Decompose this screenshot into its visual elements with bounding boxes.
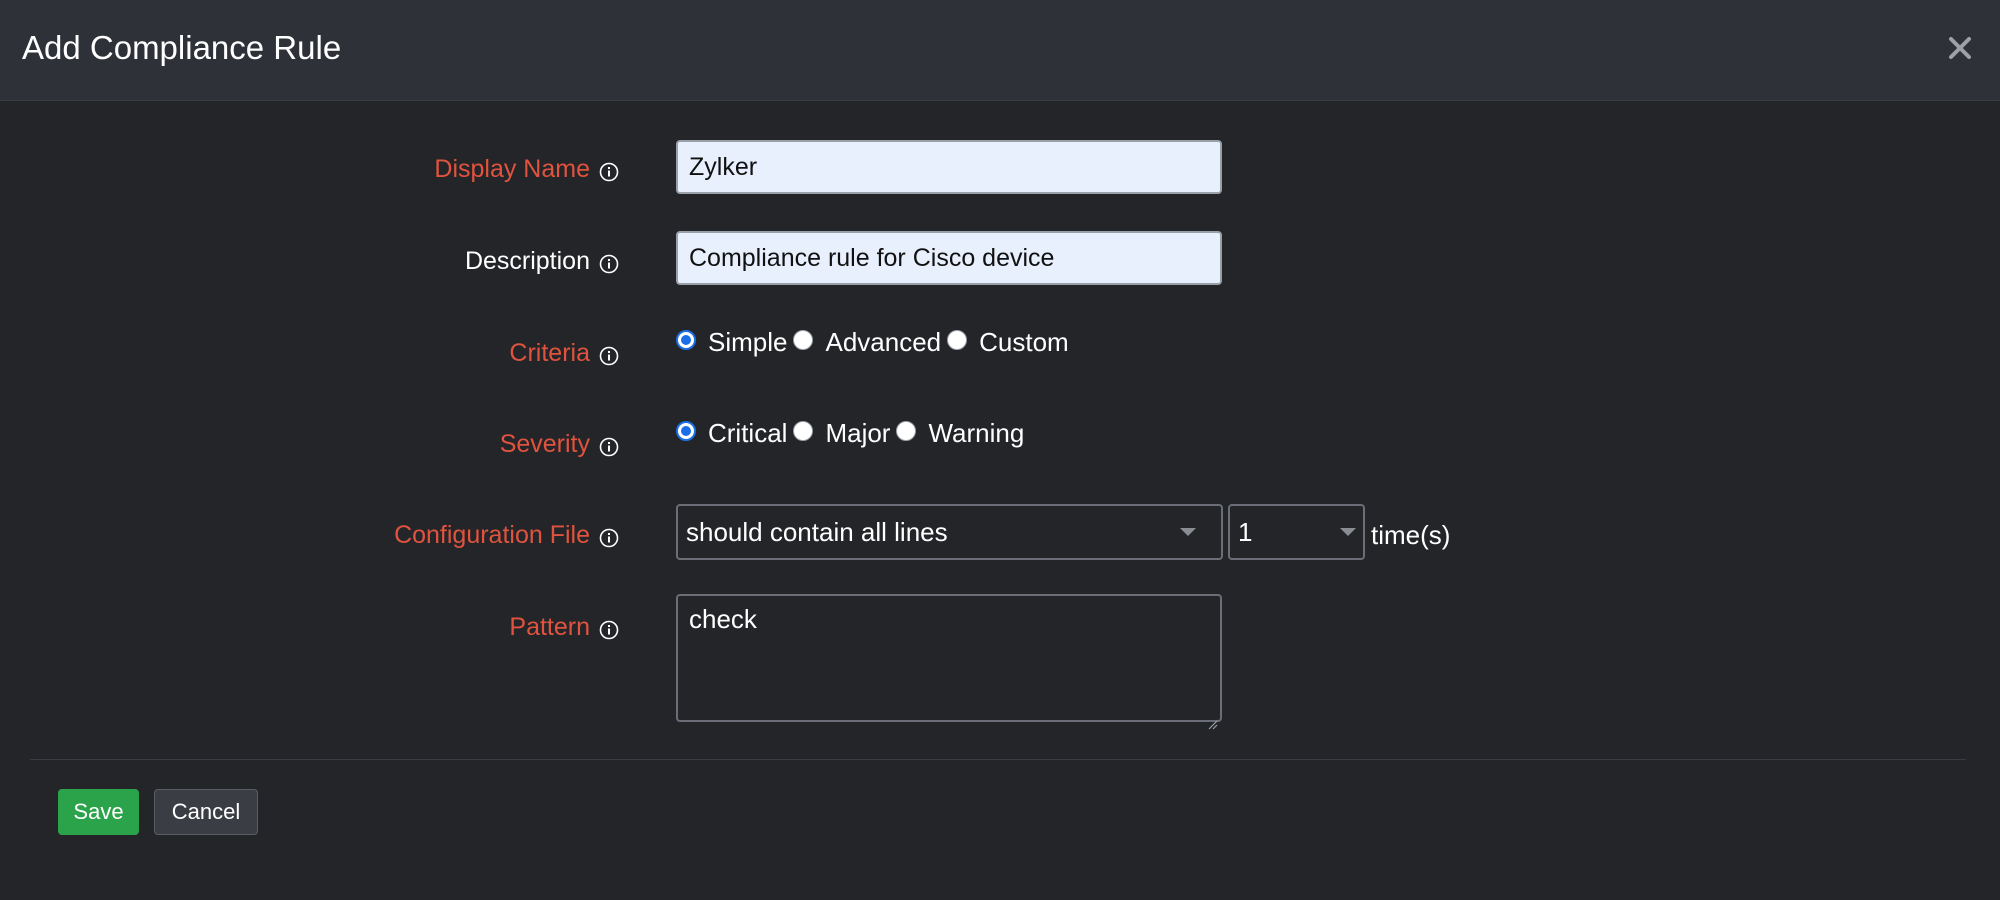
severity-warning-label[interactable]: Warning bbox=[928, 418, 1025, 448]
info-icon[interactable] bbox=[598, 158, 620, 182]
severity-radio-group: Critical Major Warning bbox=[676, 418, 1030, 449]
description-label-row: Description bbox=[0, 244, 620, 278]
severity-major-label[interactable]: Major bbox=[825, 418, 891, 448]
severity-critical-radio[interactable] bbox=[676, 420, 696, 441]
resize-grip-icon[interactable] bbox=[1206, 706, 1218, 730]
count-select-value: 1 bbox=[1238, 517, 1253, 547]
severity-label: Severity bbox=[499, 430, 590, 458]
severity-label-row: Severity bbox=[0, 427, 620, 461]
info-icon[interactable] bbox=[598, 250, 620, 274]
criteria-advanced-radio[interactable] bbox=[793, 329, 814, 350]
criteria-advanced-label[interactable]: Advanced bbox=[825, 327, 942, 357]
dialog-header: Add Compliance Rule bbox=[0, 0, 2000, 101]
description-label: Description bbox=[464, 247, 590, 275]
criteria-custom-label[interactable]: Custom bbox=[979, 327, 1069, 357]
condition-select-value: should contain all lines bbox=[686, 517, 948, 547]
count-select[interactable]: 1 bbox=[1228, 504, 1365, 560]
severity-major-radio[interactable] bbox=[793, 420, 814, 441]
severity-warning-radio[interactable] bbox=[896, 420, 917, 441]
criteria-label: Criteria bbox=[509, 339, 590, 367]
description-input[interactable]: Compliance rule for Cisco device bbox=[676, 231, 1222, 285]
chevron-down-icon bbox=[1340, 528, 1356, 536]
condition-select[interactable]: should contain all lines bbox=[676, 504, 1223, 560]
info-icon[interactable] bbox=[598, 616, 620, 640]
criteria-simple-label[interactable]: Simple bbox=[708, 327, 788, 357]
info-icon[interactable] bbox=[598, 342, 620, 366]
pattern-label-row: Pattern bbox=[0, 610, 620, 644]
cancel-button[interactable]: Cancel bbox=[154, 789, 258, 835]
footer-divider bbox=[30, 759, 1966, 760]
dialog-title: Add Compliance Rule bbox=[22, 29, 342, 66]
pattern-textarea[interactable]: check bbox=[676, 594, 1222, 730]
close-icon[interactable] bbox=[1940, 28, 1980, 68]
criteria-custom-radio[interactable] bbox=[947, 329, 968, 350]
display-name-input[interactable]: Zylker bbox=[676, 140, 1222, 194]
display-name-label: Display Name bbox=[434, 155, 590, 183]
severity-critical-label[interactable]: Critical bbox=[708, 418, 788, 448]
criteria-radio-group: Simple Advanced Custom bbox=[676, 327, 1075, 358]
criteria-simple-radio[interactable] bbox=[676, 329, 696, 350]
info-icon[interactable] bbox=[598, 524, 620, 548]
save-button[interactable]: Save bbox=[58, 789, 139, 835]
chevron-down-icon bbox=[1180, 528, 1196, 536]
criteria-label-row: Criteria bbox=[0, 336, 620, 370]
count-suffix: time(s) bbox=[1371, 520, 1451, 550]
display-name-label-row: Display Name bbox=[0, 152, 620, 186]
pattern-label: Pattern bbox=[509, 613, 590, 641]
pattern-value: check bbox=[689, 604, 757, 634]
info-icon[interactable] bbox=[598, 433, 620, 457]
configuration-file-label-row: Configuration File bbox=[0, 518, 620, 552]
configuration-file-label: Configuration File bbox=[394, 521, 590, 549]
